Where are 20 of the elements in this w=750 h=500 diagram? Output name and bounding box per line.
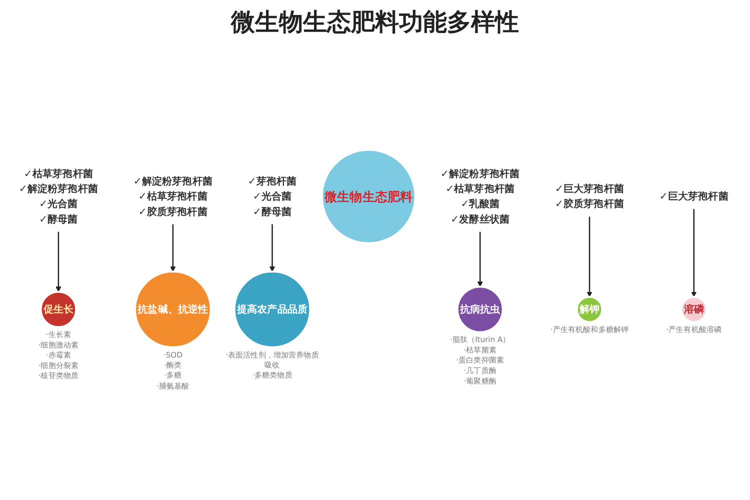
node-text: ✓解淀粉芽孢杆菌 ✓枯草芽孢杆菌 ✓胶质芽孢杆菌 [133, 175, 212, 218]
arrow [477, 232, 483, 288]
node-circle: 微生物生态肥料 [320, 148, 416, 244]
arrow [170, 224, 176, 272]
node-text: ✓枯草芽孢杆菌 ✓解淀粉芽孢杆菌 ✓光合菌 ✓酵母菌 [18, 168, 98, 225]
node-circle: 溶磷 [680, 296, 708, 324]
node-text: ✓巨大芽孢杆菌 ✓胶质芽孢杆菌 [554, 182, 624, 210]
node-circle: 抗盐碱、抗逆性 [134, 270, 212, 348]
node-circle: 解钾 [576, 296, 604, 324]
node-circle: 提高农产品品质 [233, 270, 312, 348]
arrow [691, 209, 697, 298]
arrow [586, 216, 592, 298]
node-circle: 促生长 [40, 290, 78, 328]
arrow [269, 224, 276, 272]
node-text: ✓巨大芽孢杆菌 [659, 190, 728, 202]
node-circle: 抗病抗虫 [456, 286, 504, 334]
arrow [56, 232, 62, 292]
node-text: ✓解淀粉芽孢杆菌 ✓枯草芽孢杆菌 ✓乳酸菌 ✓发酵丝状菌 [440, 168, 520, 225]
node-text: ✓芽孢杆菌 ✓光合菌 ✓酵母菌 [248, 175, 297, 218]
title: 微生物生态肥料功能多样性 [231, 8, 519, 36]
